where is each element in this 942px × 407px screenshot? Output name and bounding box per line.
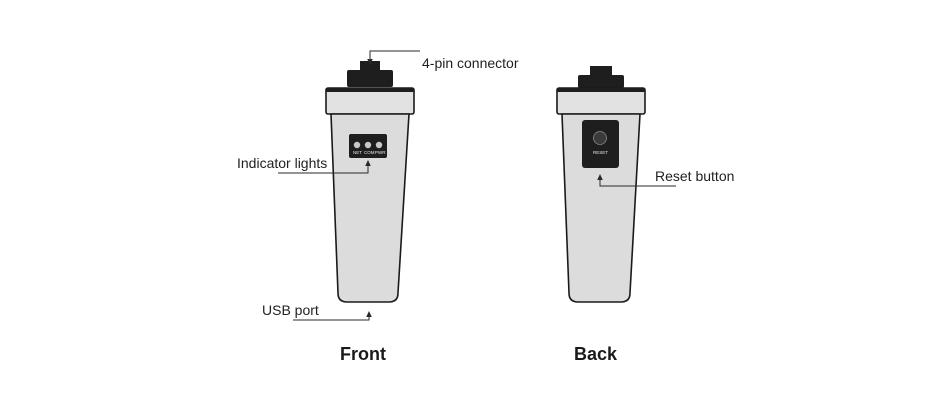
led-pwr bbox=[375, 141, 383, 149]
back-body bbox=[561, 113, 641, 303]
back-view-label: Back bbox=[574, 344, 618, 364]
led-net bbox=[353, 141, 361, 149]
back-connector-base bbox=[578, 75, 624, 88]
led-com bbox=[364, 141, 372, 149]
reset-callout-label: Reset button bbox=[655, 168, 734, 184]
led-label-pwr: PWR bbox=[375, 150, 386, 155]
reset-arrowhead bbox=[597, 174, 603, 180]
usb-arrowhead bbox=[366, 311, 372, 317]
front-view-label: Front bbox=[340, 344, 386, 364]
indicator-callout: Indicator lights bbox=[237, 155, 371, 174]
front-connector-cap bbox=[360, 61, 380, 71]
connector-label: 4-pin connector bbox=[422, 55, 519, 71]
indicator-leader bbox=[278, 163, 369, 174]
reset-button bbox=[593, 131, 607, 145]
back-top-band-rim bbox=[557, 88, 645, 92]
front-body bbox=[330, 113, 410, 303]
front-device: NET COM PWR bbox=[325, 61, 415, 303]
back-device: RESET bbox=[556, 66, 646, 303]
back-connector-cap bbox=[590, 66, 612, 76]
connector-arrowhead bbox=[367, 59, 373, 65]
connector-callout: 4-pin connector bbox=[367, 50, 519, 71]
indicator-arrowhead bbox=[365, 160, 371, 166]
front-connector-base bbox=[347, 70, 393, 87]
led-label-net: NET bbox=[353, 150, 362, 155]
indicator-label: Indicator lights bbox=[237, 155, 327, 171]
reset-callout: Reset button bbox=[597, 168, 734, 187]
usb-callout: USB port bbox=[262, 302, 372, 321]
usb-label: USB port bbox=[262, 302, 319, 318]
front-top-band-rim bbox=[326, 88, 414, 92]
connector-leader bbox=[369, 50, 420, 62]
reset-panel-label: RESET bbox=[593, 150, 608, 155]
reset-leader bbox=[599, 179, 676, 187]
led-label-com: COM bbox=[364, 150, 375, 155]
